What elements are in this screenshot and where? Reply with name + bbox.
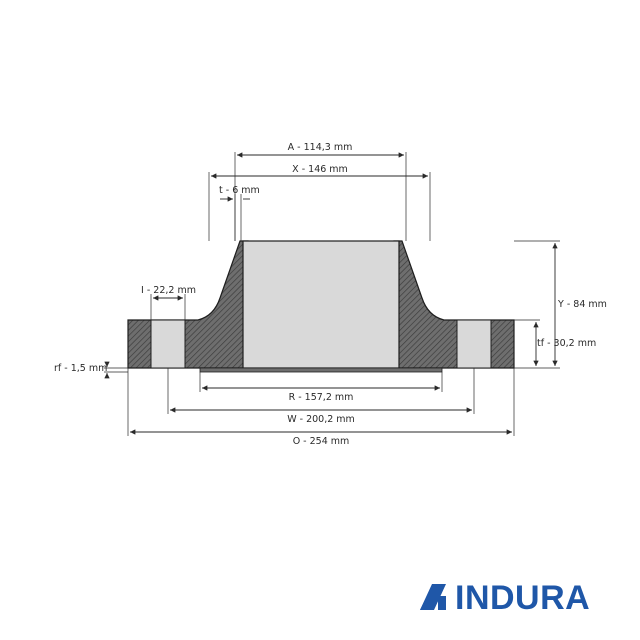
flange-right-section	[393, 240, 515, 369]
dimension-tf: tf - 30,2 mm	[514, 319, 596, 366]
dimension-tf-label: tf - 30,2 mm	[537, 338, 596, 349]
dimension-i: I - 22,2 mm	[141, 285, 196, 320]
dimension-o: O - 254 mm	[127, 368, 515, 447]
dimension-i-label: I - 22,2 mm	[141, 285, 196, 296]
flange-bore	[242, 240, 400, 369]
dimension-x-label: X - 146 mm	[292, 164, 348, 175]
dimension-y: Y - 84 mm	[514, 240, 607, 369]
flange-left-section	[127, 240, 249, 369]
dimension-r: R - 157,2 mm	[199, 372, 443, 403]
raised-face	[199, 367, 443, 373]
indura-logo-text: INDURA	[455, 579, 590, 617]
dimension-t: t - 6 mm	[219, 185, 260, 241]
indura-logo-icon	[418, 582, 446, 610]
dimension-x: X - 146 mm	[208, 164, 431, 241]
dimension-a: A - 114,3 mm	[234, 142, 407, 241]
dimension-w-label: W - 200,2 mm	[287, 414, 355, 425]
indura-logo: INDURA	[418, 579, 590, 617]
bolt-hole-right	[456, 319, 492, 369]
dimension-r-label: R - 157,2 mm	[289, 392, 354, 403]
dimension-w: W - 200,2 mm	[167, 368, 475, 425]
dimension-y-label: Y - 84 mm	[557, 299, 607, 310]
dimension-o-label: O - 254 mm	[293, 436, 350, 447]
dimension-rf-label: rf - 1,5 mm	[54, 363, 107, 374]
dimension-rf: rf - 1,5 mm	[54, 361, 128, 379]
dimension-t-label: t - 6 mm	[219, 185, 260, 196]
dimension-a-label: A - 114,3 mm	[288, 142, 353, 153]
bolt-hole-left	[150, 319, 186, 369]
